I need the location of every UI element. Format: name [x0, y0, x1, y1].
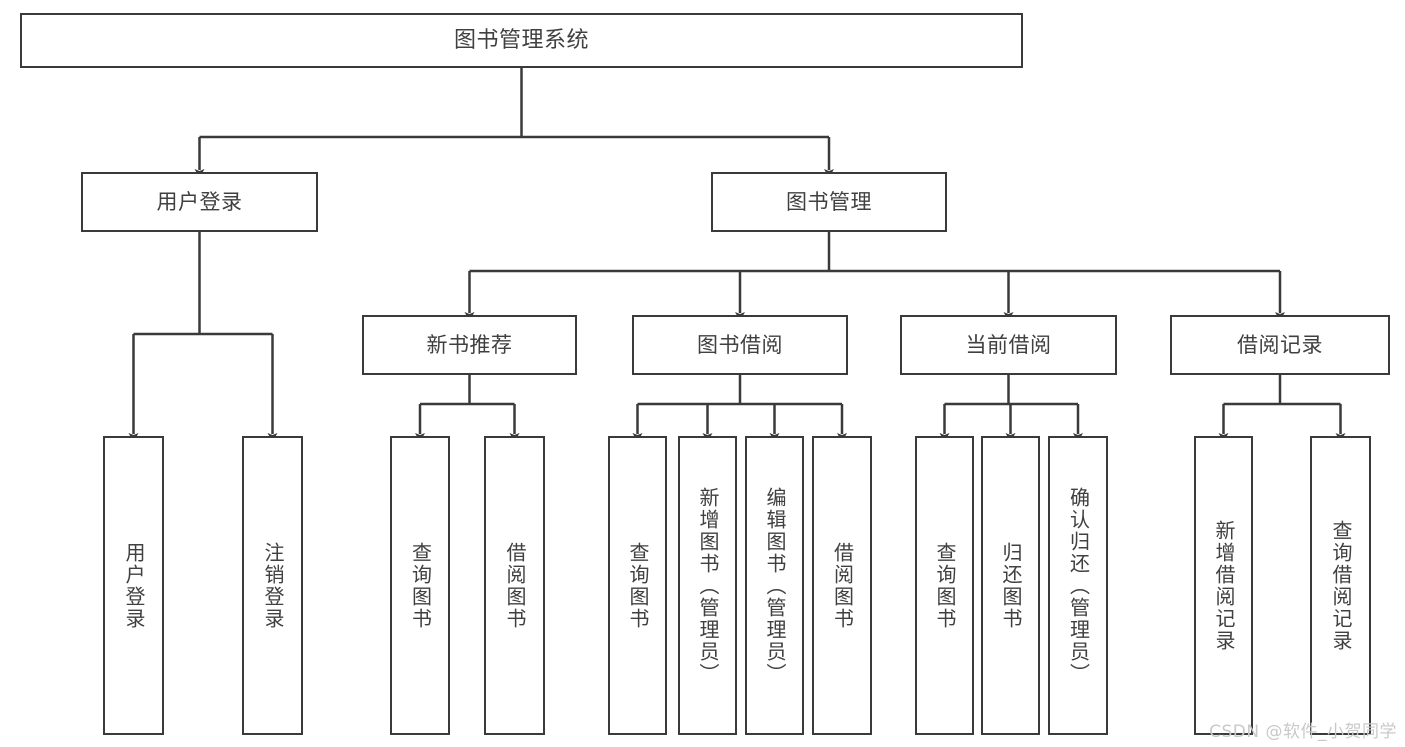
node-leaf-query-book-cur[interactable]: 查询图书: [915, 436, 974, 735]
node-label: 查询图书: [626, 541, 650, 630]
node-leaf-borrow-book[interactable]: 借阅图书: [812, 436, 872, 735]
node-label: 图书管理系统: [453, 27, 589, 53]
node-leaf-borrow-book-new[interactable]: 借阅图书: [484, 436, 545, 735]
node-leaf-query-book[interactable]: 查询图书: [608, 436, 667, 735]
node-leaf-add-book[interactable]: 新增图书（管理员）: [678, 436, 737, 735]
node-label: 注销登录: [261, 541, 285, 630]
node-borrow[interactable]: 图书借阅: [632, 315, 848, 375]
node-label: 查询图书: [933, 541, 957, 630]
node-label: 查询借阅记录: [1329, 519, 1353, 652]
watermark-text: CSDN @软件_小贺同学: [1209, 722, 1397, 742]
node-leaf-add-record[interactable]: 新增借阅记录: [1194, 436, 1253, 735]
node-leaf-query-book-new[interactable]: 查询图书: [390, 436, 450, 735]
node-label: 确认归还（管理员）: [1066, 486, 1091, 685]
node-label: 新增图书（管理员）: [696, 486, 720, 685]
node-leaf-user-logout[interactable]: 注销登录: [242, 436, 303, 735]
node-label: 用户登录: [122, 541, 146, 630]
node-leaf-confirm-return[interactable]: 确认归还（管理员）: [1048, 436, 1108, 735]
node-current[interactable]: 当前借阅: [900, 315, 1117, 375]
node-label: 新增借阅记录: [1212, 519, 1236, 652]
node-leaf-return-book[interactable]: 归还图书: [981, 436, 1040, 735]
node-label: 编辑图书（管理员）: [763, 486, 787, 685]
node-label: 用户登录: [156, 189, 243, 214]
node-label: 图书管理: [786, 189, 872, 214]
node-label: 借阅图书: [830, 541, 855, 630]
node-label: 查询图书: [408, 541, 433, 630]
node-label: 图书借阅: [697, 332, 783, 357]
node-records[interactable]: 借阅记录: [1170, 315, 1390, 375]
node-root[interactable]: 图书管理系统: [20, 13, 1023, 68]
node-leaf-edit-book[interactable]: 编辑图书（管理员）: [745, 436, 804, 735]
node-leaf-query-record[interactable]: 查询借阅记录: [1310, 436, 1371, 735]
node-label: 归还图书: [999, 541, 1023, 630]
node-newbook[interactable]: 新书推荐: [362, 315, 577, 375]
node-bookmgmt[interactable]: 图书管理: [711, 172, 947, 232]
node-label: 借阅图书: [503, 541, 527, 630]
node-label: 新书推荐: [426, 332, 513, 357]
node-leaf-user-login[interactable]: 用户登录: [103, 436, 164, 735]
node-label: 当前借阅: [965, 332, 1052, 357]
node-login[interactable]: 用户登录: [81, 172, 318, 232]
node-label: 借阅记录: [1237, 332, 1323, 357]
